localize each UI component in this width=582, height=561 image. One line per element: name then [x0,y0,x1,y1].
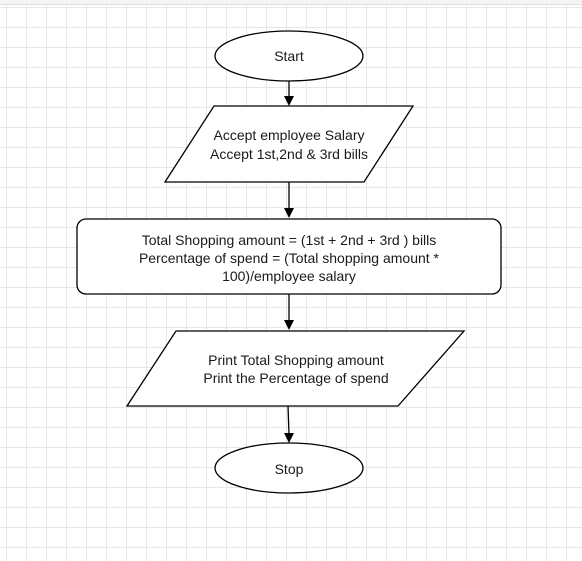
canvas-top-border [0,0,582,5]
arrow-head [284,208,294,218]
start-label: Start [274,48,304,64]
edge-input-to-process [284,182,294,218]
input-parallelogram [163,105,415,183]
arrow-head [284,96,294,106]
process-line-2: Percentage of spend = (Total shopping am… [139,250,440,266]
arrow-head [284,320,294,330]
input-line-2: Accept 1st,2nd & 3rd bills [210,146,368,162]
input-node[interactable]: Accept employee Salary Accept 1st,2nd & … [163,105,415,183]
process-line-3: 100)/employee salary [222,268,356,284]
arrow-head [284,433,294,443]
process-node[interactable]: Total Shopping amount = (1st + 2nd + 3rd… [76,218,502,295]
stop-ellipse [214,442,364,494]
edge-line [287,405,290,435]
start-node[interactable]: Start [214,30,364,82]
output-node[interactable]: Print Total Shopping amount Print the Pe… [125,330,466,407]
edge-process-to-output [284,294,294,330]
stop-node[interactable]: Stop [214,442,364,494]
input-line-1: Accept employee Salary [214,127,365,143]
output-line-1: Print Total Shopping amount [208,352,384,368]
edge-start-to-input [284,81,294,106]
output-parallelogram [125,330,466,407]
process-line-1: Total Shopping amount = (1st + 2nd + 3rd… [142,232,437,248]
output-line-2: Print the Percentage of spend [203,370,388,386]
edge-output-to-stop [284,405,294,443]
stop-label: Stop [275,461,304,477]
